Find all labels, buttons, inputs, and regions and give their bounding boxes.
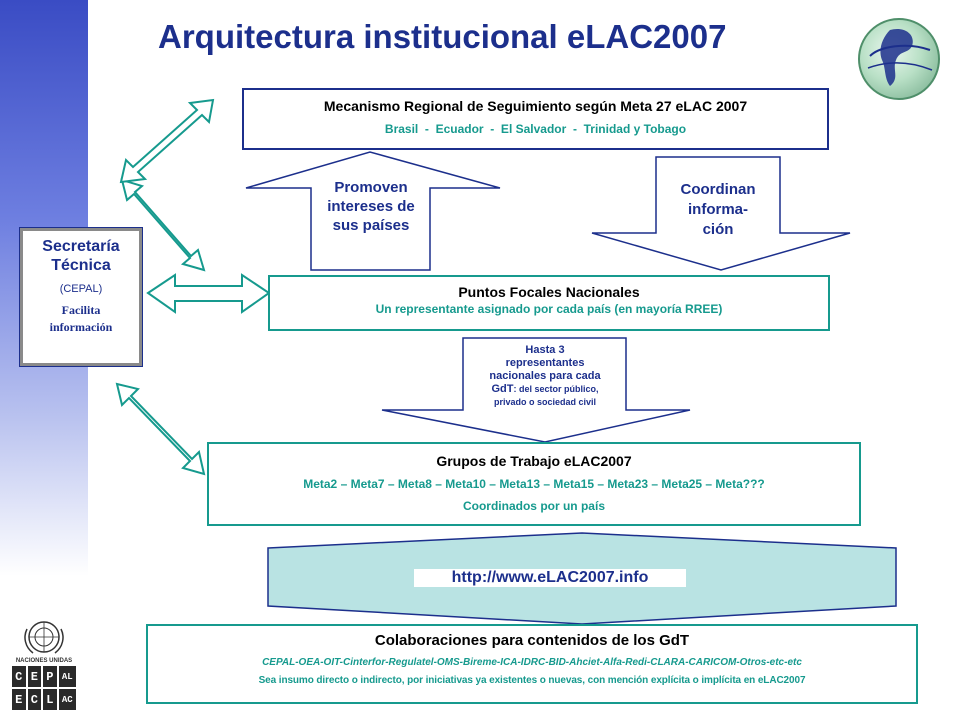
colaboraciones-box: Colaboraciones para contenidos de los Gd… [146,624,918,704]
mecanismo-countries: Brasil - Ecuador - El Salvador - Trinida… [384,122,687,136]
double-arrow-top [120,178,206,272]
secretaria-org: (CEPAL) [59,283,103,295]
un-emblem-icon [24,621,64,654]
cepal-letter: P [43,666,57,687]
promoven-line1: Promoven [334,179,408,196]
hasta-line5: privado o sociedad civil [493,397,597,407]
eclac-letter: AC [58,689,76,710]
hasta-line4-rest: : del sector público, [513,384,599,394]
double-arrow-middle [146,273,271,314]
eclac-letter: E [12,689,26,710]
puntos-sub: Un representante asignado por cada país … [375,302,723,316]
grupos-metas: Meta2 – Meta7 – Meta8 – Meta10 – Meta13 … [303,477,765,491]
elac-globe-logo [858,18,940,100]
cepal-eclac-logo: C E P AL E C L AC [12,666,76,714]
puntos-heading: Puntos Focales Nacionales [458,284,640,300]
secretaria-note1: Facilita [61,303,101,317]
hasta-label: Hasta 3 representantes nacionales para c… [465,344,625,409]
elac-url-link[interactable]: http://www.eLAC2007.info [414,569,686,587]
colab-orgs: CEPAL-OEA-OIT-Cinterfor-Regulatel-OMS-Bi… [262,657,802,668]
secretaria-note2: información [49,320,113,334]
cepal-row: C E P AL [12,666,76,687]
hasta-line2: representantes [505,357,585,369]
hasta-line4: GdT: del sector público, [465,383,625,396]
eclac-letter: L [43,689,57,710]
double-arrow-bottom [115,382,206,476]
eclac-letter: C [27,689,42,710]
coordinan-label: Coordinan informa- ción [660,180,776,240]
coordinan-line1: Coordinan [680,181,756,198]
hasta-line1: Hasta 3 [525,344,565,356]
double-arrow-upper-diag [119,98,215,184]
down-arrow-hasta [381,337,691,443]
grupos-heading: Grupos de Trabajo eLAC2007 [436,453,632,469]
grupos-trabajo-box: Grupos de Trabajo eLAC2007 Meta2 – Meta7… [207,442,861,526]
secretaria-line2: Técnica [51,257,111,274]
promoven-line3: sus países [332,217,410,234]
colab-note: Sea insumo directo o indirecto, por inic… [258,675,806,686]
hasta-line3: nacionales para cada [489,370,601,382]
page-title: Arquitectura institucional eLAC2007 [158,18,727,55]
grupos-coord: Coordinados por un país [462,499,605,513]
secretaria-tecnica-box: Secretaría Técnica (CEPAL) Facilita info… [19,227,143,367]
coordinan-line2: informa- [688,201,748,218]
mecanismo-regional-box: Mecanismo Regional de Seguimiento según … [242,88,829,150]
secretaria-line1: Secretaría [42,238,120,255]
cepal-letter: E [27,666,42,687]
mecanismo-heading: Mecanismo Regional de Seguimiento según … [323,98,748,114]
up-arrow-promoven [245,151,501,271]
colab-heading: Colaboraciones para contenidos de los Gd… [374,632,690,649]
hasta-gdt: GdT [491,383,514,395]
eclac-row: E C L AC [12,689,76,710]
cepal-letter: C [12,666,26,687]
cepal-letter: AL [58,666,76,687]
promoven-line2: intereses de [327,198,415,215]
puntos-focales-box: Puntos Focales Nacionales Un representan… [268,275,830,331]
coordinan-line3: ción [702,221,734,238]
promoven-label: Promoven intereses de sus países [308,178,434,235]
down-arrow-coordinan [591,156,851,271]
un-text: NACIONES UNIDAS [15,658,73,664]
